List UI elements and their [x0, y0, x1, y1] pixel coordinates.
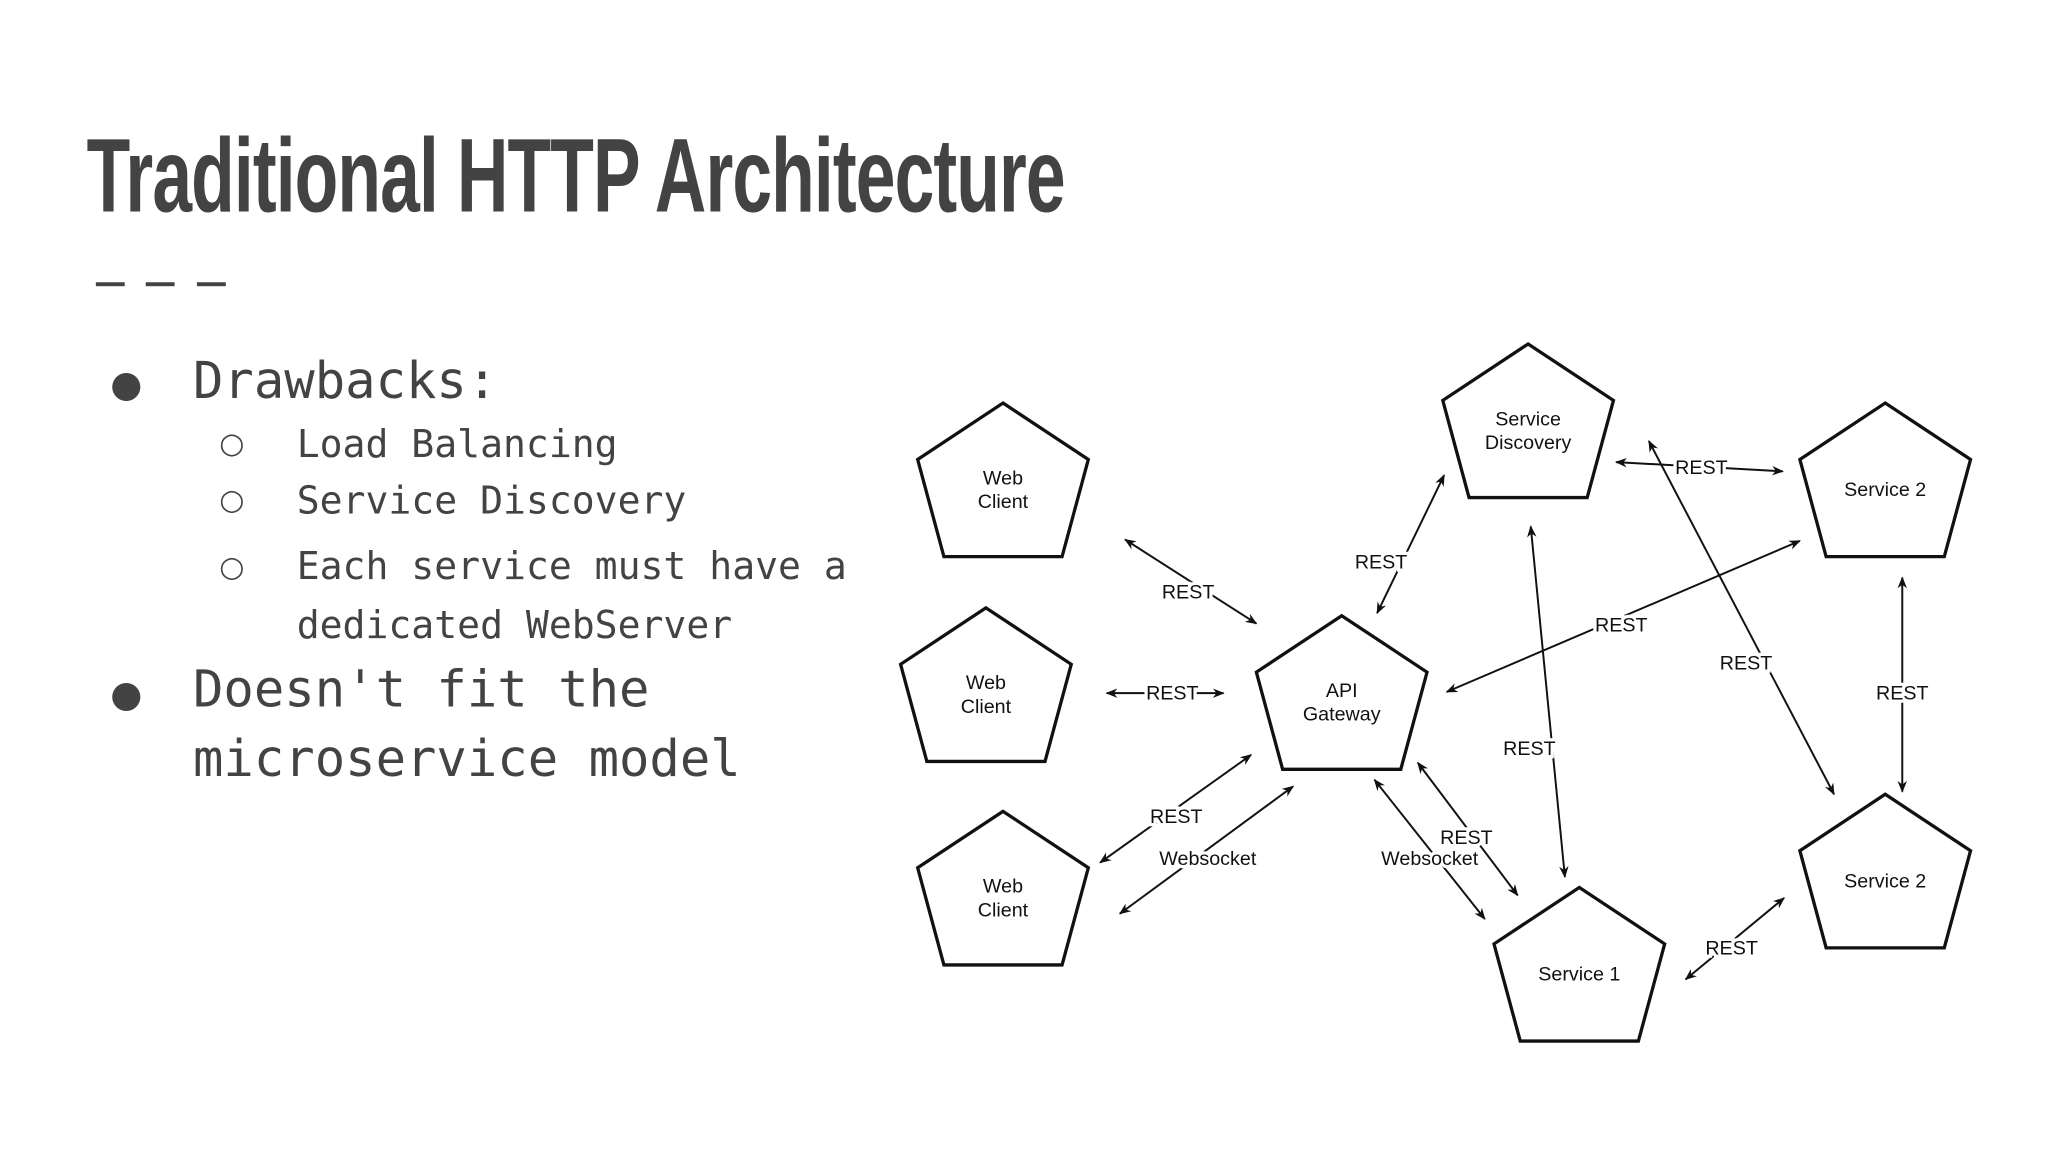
edge-gw-sd: REST — [1352, 474, 1445, 615]
bullet-microservice-line2: microservice model — [192, 729, 741, 790]
edge-label: REST — [1162, 582, 1215, 604]
sub-bullet-webserver-line2: dedicated WebServer — [296, 602, 733, 648]
edge-label: REST — [1705, 937, 1758, 959]
node-s2b: Service 2 — [1797, 792, 1973, 950]
sub-bullet-circle: ○ — [219, 551, 245, 585]
divider-dash — [95, 282, 125, 287]
edge-label: REST — [1440, 827, 1493, 849]
edge-web2-gw: REST — [1105, 679, 1225, 708]
edge-label: REST — [1146, 683, 1199, 705]
edge-web3-gw: REST — [1099, 754, 1253, 864]
bidirectional-arrow — [1118, 785, 1295, 915]
node-label: Service 2 — [1844, 870, 1926, 892]
edge-s2a-s2b: REST — [1873, 576, 1932, 793]
edge-label: Websocket — [1381, 848, 1479, 870]
pentagon-shape — [915, 809, 1091, 967]
bullet-dot: ● — [110, 362, 143, 406]
sub-bullet-webserver-line1: Each service must have a — [296, 543, 847, 589]
divider-dash — [196, 282, 226, 287]
node-s2a: Service 2 — [1797, 401, 1973, 559]
bullet-drawbacks: Drawbacks: — [192, 351, 498, 411]
sub-bullet-service-discovery: Service Discovery — [296, 477, 687, 523]
edge-sd-s2a: REST — [1614, 454, 1784, 482]
pentagon-shape — [1797, 401, 1973, 559]
node-label: Service 1 — [1538, 964, 1620, 986]
node-label: Web — [966, 672, 1006, 694]
pentagon-shape — [915, 401, 1091, 559]
edge-web1-gw: REST — [1124, 538, 1258, 625]
edge-label: Websocket — [1159, 848, 1257, 870]
edge-label: REST — [1720, 653, 1773, 675]
node-label: Service — [1495, 408, 1561, 430]
edge-gw-s1: Websocket — [1373, 778, 1486, 920]
bullet-dot: ● — [110, 672, 143, 716]
node-label: Client — [961, 696, 1012, 718]
edge-label: REST — [1876, 683, 1929, 705]
bidirectional-arrow — [1417, 761, 1519, 897]
sub-bullet-circle: ○ — [219, 427, 245, 461]
node-s1: Service 1 — [1492, 885, 1667, 1043]
node-label: Client — [978, 899, 1029, 921]
bidirectional-arrow — [1684, 897, 1786, 981]
edge-sd-s2b: REST — [1648, 440, 1835, 796]
edge-label: REST — [1503, 738, 1556, 760]
bullet-microservice-line1: Doesn't fit the — [192, 660, 650, 720]
pentagon-shape — [1254, 613, 1429, 771]
bidirectional-arrow — [1648, 440, 1835, 796]
pentagon-shape — [1492, 885, 1667, 1043]
bidirectional-arrow — [1527, 525, 1569, 879]
edge-s1-s2b: REST — [1684, 897, 1786, 981]
edge-label: REST — [1355, 551, 1408, 573]
node-label: Web — [983, 876, 1023, 898]
sub-bullet-load-balancing: Load Balancing — [296, 421, 618, 467]
node-label: Gateway — [1303, 704, 1381, 726]
sub-bullet-circle: ○ — [219, 484, 245, 518]
edge-label: REST — [1675, 457, 1728, 479]
node-label: API — [1326, 680, 1358, 702]
node-label: Discovery — [1485, 432, 1572, 454]
edge-label: REST — [1595, 614, 1648, 636]
pentagon-shape — [1797, 792, 1973, 950]
divider-dash — [145, 282, 175, 287]
edge-gw-s1: REST — [1417, 761, 1519, 897]
bidirectional-arrow — [1124, 538, 1258, 625]
slide-title: Traditional HTTP Architecture — [86, 116, 1066, 234]
pentagon-shape — [1440, 341, 1616, 500]
node-label: Client — [978, 491, 1029, 513]
node-label: Web — [983, 467, 1023, 489]
edge-sd-s1: REST — [1500, 525, 1569, 879]
edge-web3-gw: Websocket — [1118, 785, 1295, 915]
pentagon-shape — [898, 605, 1074, 764]
bidirectional-arrow — [1376, 474, 1445, 615]
edge-label: REST — [1150, 806, 1203, 828]
node-label: Service 2 — [1844, 479, 1926, 501]
